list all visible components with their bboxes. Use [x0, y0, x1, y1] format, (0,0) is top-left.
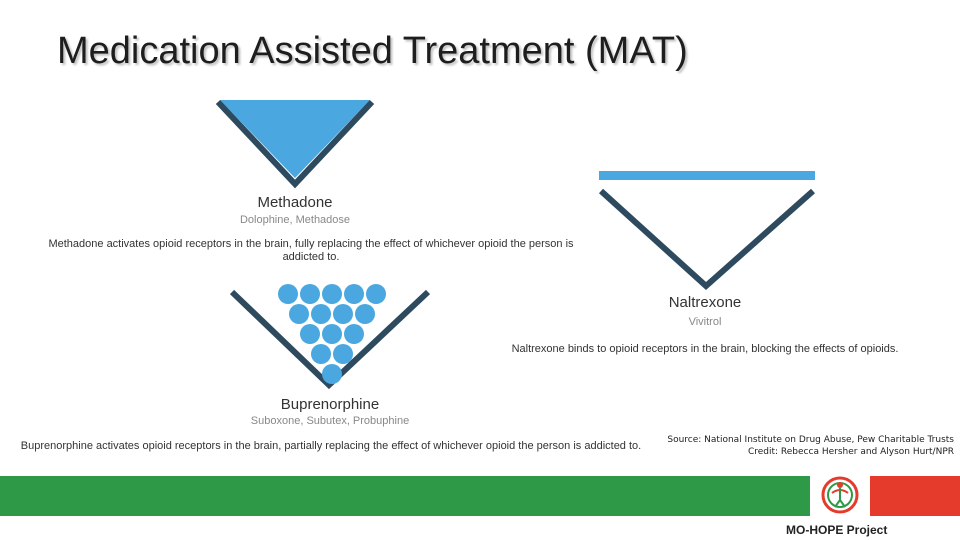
buprenorphine-molecule	[289, 304, 309, 324]
credit-line: Credit: Rebecca Hersher and Alyson Hurt/…	[747, 447, 954, 457]
naltrexone-brands: Vivitrol	[688, 316, 722, 328]
buprenorphine-molecule	[344, 324, 364, 344]
buprenorphine-name: Buprenorphine	[280, 396, 380, 413]
buprenorphine-molecule	[311, 344, 331, 364]
methadone-drug-fill	[220, 100, 370, 178]
buprenorphine-molecule	[355, 304, 375, 324]
logo-box	[810, 473, 870, 517]
buprenorphine-molecule	[333, 344, 353, 364]
buprenorphine-molecule	[278, 284, 298, 304]
buprenorphine-brands: Suboxone, Subutex, Probuphine	[250, 415, 410, 427]
buprenorphine-receptor-outline	[229, 289, 431, 390]
footer-red-band	[870, 476, 960, 516]
buprenorphine-molecule	[322, 284, 342, 304]
naltrexone-blocker-bar	[599, 171, 815, 180]
buprenorphine-receptor-diagram	[229, 284, 431, 390]
naltrexone-receptor-diagram	[598, 171, 815, 291]
buprenorphine-molecule	[333, 304, 353, 324]
buprenorphine-molecule	[366, 284, 386, 304]
naltrexone-receptor-outline	[598, 188, 815, 291]
methadone-receptor-diagram	[215, 99, 375, 189]
mo-hope-logo-icon	[821, 476, 859, 514]
source-credit: Source: National Institute on Drug Abuse…	[667, 434, 954, 458]
buprenorphine-molecule	[300, 324, 320, 344]
buprenorphine-molecule	[344, 284, 364, 304]
buprenorphine-molecule	[300, 284, 320, 304]
buprenorphine-molecule	[322, 324, 342, 344]
methadone-brands: Dolophine, Methadose	[239, 214, 351, 226]
methadone-receptor-outline	[215, 99, 375, 189]
logo-text: MO-HOPE Project	[786, 523, 888, 537]
naltrexone-name: Naltrexone	[668, 294, 742, 311]
methadone-name: Methadone	[257, 194, 333, 211]
methadone-description: Methadone activates opioid receptors in …	[48, 238, 574, 263]
buprenorphine-molecule	[322, 364, 342, 384]
naltrexone-description: Naltrexone binds to opioid receptors in …	[511, 343, 899, 355]
buprenorphine-molecule	[311, 304, 331, 324]
footer-green-band	[0, 476, 960, 516]
slide-title: Medication Assisted Treatment (MAT)	[57, 30, 688, 72]
buprenorphine-description: Buprenorphine activates opioid receptors…	[20, 440, 642, 452]
source-line: Source: National Institute on Drug Abuse…	[667, 435, 954, 445]
